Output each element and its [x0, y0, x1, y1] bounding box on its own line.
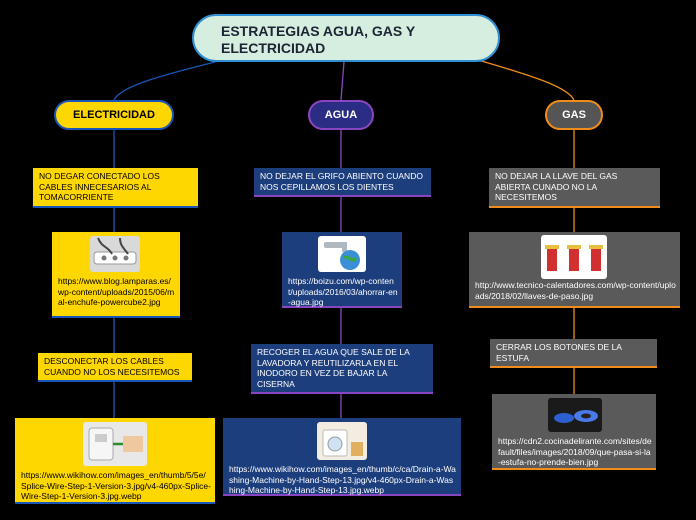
image-card-elec-enchufe-url: https://www.blog.lamparas.es/wp-content/…: [58, 276, 175, 307]
image-card-gas-estufa[interactable]: https://cdn2.cocinadelirante.com/sites/d…: [492, 394, 656, 470]
central-topic-line1: ESTRATEGIAS AGUA, GAS Y: [221, 23, 416, 39]
image-card-agua-ahorrar-url: https://boizu.com/wp-content/uploads/201…: [288, 276, 398, 307]
branch-agua-label: AGUA: [324, 109, 358, 121]
washing-machine-photo-icon: [317, 422, 367, 460]
topic-agua-grifo[interactable]: NO DEJAR EL GRIFO ABIENTO CUANDO NOS CEP…: [254, 168, 431, 197]
central-topic-line2: ELECTRICIDAD: [221, 40, 326, 56]
wire-splice-photo-icon: [83, 422, 147, 466]
image-card-gas-estufa-url: https://cdn2.cocinadelirante.com/sites/d…: [498, 436, 652, 467]
topic-agua-grifo-text: NO DEJAR EL GRIFO ABIENTO CUANDO NOS CEP…: [260, 171, 423, 192]
faucet-globe-photo-icon: [318, 236, 366, 272]
topic-gas-botones-estufa[interactable]: CERRAR LOS BOTONES DE LA ESTUFA: [490, 339, 657, 368]
branch-gas-label: GAS: [562, 109, 586, 121]
gas-valves-photo-icon: [541, 235, 607, 279]
topic-elec-cables-conectados[interactable]: NO DEGAR CONECTADO LOS CABLES INNECESARI…: [33, 168, 198, 208]
branch-electricidad-label: ELECTRICIDAD: [73, 109, 155, 121]
branch-electricidad[interactable]: ELECTRICIDAD: [54, 100, 174, 130]
image-card-gas-llaves-url: http://www.tecnico-calentadores.com/wp-c…: [475, 280, 676, 301]
topic-gas-llave-text: NO DEJAR LA LLAVE DEL GAS ABIERTA CUNADO…: [495, 171, 618, 202]
image-card-elec-splice-wire-url: https://www.wikihow.com/images_en/thumb/…: [21, 470, 211, 501]
topic-agua-recoger-lavadora-text: RECOGER EL AGUA QUE SALE DE LA LAVADORA …: [257, 347, 410, 389]
image-card-agua-lavadora[interactable]: https://www.wikihow.com/images_en/thumb/…: [223, 418, 461, 496]
topic-elec-desconectar-cables-text: DESCONECTAR LOS CABLES CUANDO NO LOS NEC…: [44, 356, 180, 377]
topic-gas-botones-estufa-text: CERRAR LOS BOTONES DE LA ESTUFA: [496, 342, 622, 363]
image-card-agua-lavadora-url: https://www.wikihow.com/images_en/thumb/…: [229, 464, 456, 495]
central-topic[interactable]: ESTRATEGIAS AGUA, GAS Y ELECTRICIDAD: [192, 14, 500, 62]
topic-gas-llave[interactable]: NO DEJAR LA LLAVE DEL GAS ABIERTA CUNADO…: [489, 168, 660, 208]
topic-elec-desconectar-cables[interactable]: DESCONECTAR LOS CABLES CUANDO NO LOS NEC…: [38, 353, 192, 382]
image-card-elec-splice-wire[interactable]: https://www.wikihow.com/images_en/thumb/…: [15, 418, 215, 504]
topic-agua-recoger-lavadora[interactable]: RECOGER EL AGUA QUE SALE DE LA LAVADORA …: [251, 344, 433, 394]
topic-elec-cables-conectados-text: NO DEGAR CONECTADO LOS CABLES INNECESARI…: [39, 171, 160, 202]
power-strip-photo-icon: [90, 236, 140, 272]
branch-agua[interactable]: AGUA: [308, 100, 374, 130]
stove-burner-photo-icon: [548, 398, 602, 432]
image-card-elec-enchufe[interactable]: https://www.blog.lamparas.es/wp-content/…: [52, 232, 180, 318]
branch-gas[interactable]: GAS: [545, 100, 603, 130]
image-card-agua-ahorrar[interactable]: https://boizu.com/wp-content/uploads/201…: [282, 232, 402, 308]
image-card-gas-llaves[interactable]: http://www.tecnico-calentadores.com/wp-c…: [469, 232, 680, 308]
